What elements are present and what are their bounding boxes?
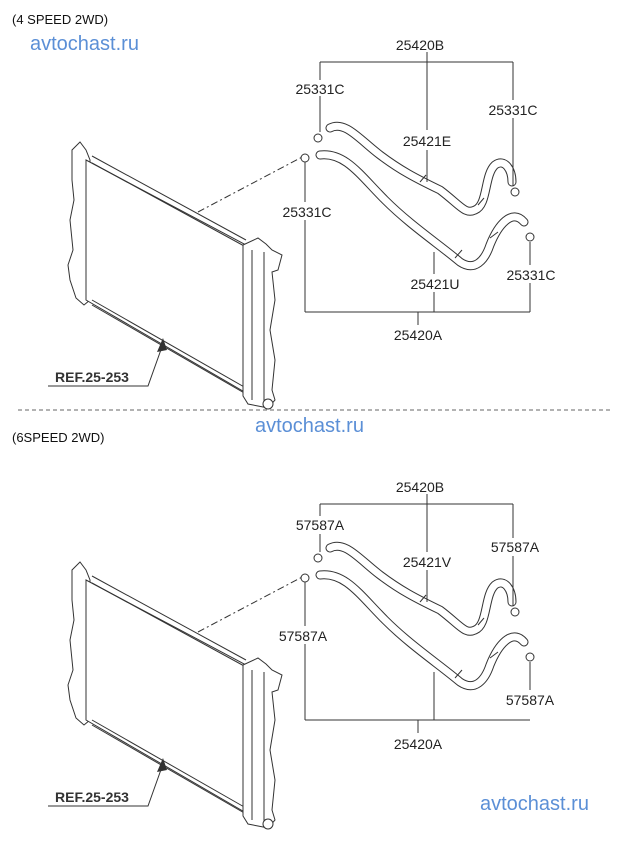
watermark: avtochast.ru xyxy=(255,415,364,437)
part-label-clamp[interactable]: 25331C xyxy=(282,204,331,220)
part-label-25420a[interactable]: 25420A xyxy=(394,736,443,752)
panel-title: (4 SPEED 2WD) xyxy=(12,12,108,27)
part-label-clamp[interactable]: 57587A xyxy=(506,692,555,708)
part-label-25420b[interactable]: 25420B xyxy=(396,37,444,53)
ref-link[interactable]: REF.25-253 xyxy=(55,789,129,805)
ref-link[interactable]: REF.25-253 xyxy=(55,369,129,385)
watermark: avtochast.ru xyxy=(480,793,589,815)
panel-4speed: (4 SPEED 2WD) avtochast.ru REF.25-253 25… xyxy=(12,12,556,410)
watermark: avtochast.ru xyxy=(30,33,139,55)
panel-title: (6SPEED 2WD) xyxy=(12,430,104,445)
part-label-clamp[interactable]: 57587A xyxy=(491,539,540,555)
part-label-25420a[interactable]: 25420A xyxy=(394,327,443,343)
part-label-clamp[interactable]: 25331C xyxy=(506,267,555,283)
part-label-clamp[interactable]: 57587A xyxy=(296,517,345,533)
part-label-hose[interactable]: 25421U xyxy=(410,276,459,292)
part-label-hose[interactable]: 25421E xyxy=(403,133,451,149)
part-label-clamp[interactable]: 25331C xyxy=(488,102,537,118)
part-label-25420b[interactable]: 25420B xyxy=(396,479,444,495)
panel-6speed: (6SPEED 2WD) REF.25-253 25420B 57587A 25… xyxy=(12,430,555,830)
part-label-clamp[interactable]: 25331C xyxy=(295,81,344,97)
part-label-hose[interactable]: 25421V xyxy=(403,554,452,570)
part-label-clamp[interactable]: 57587A xyxy=(279,628,328,644)
